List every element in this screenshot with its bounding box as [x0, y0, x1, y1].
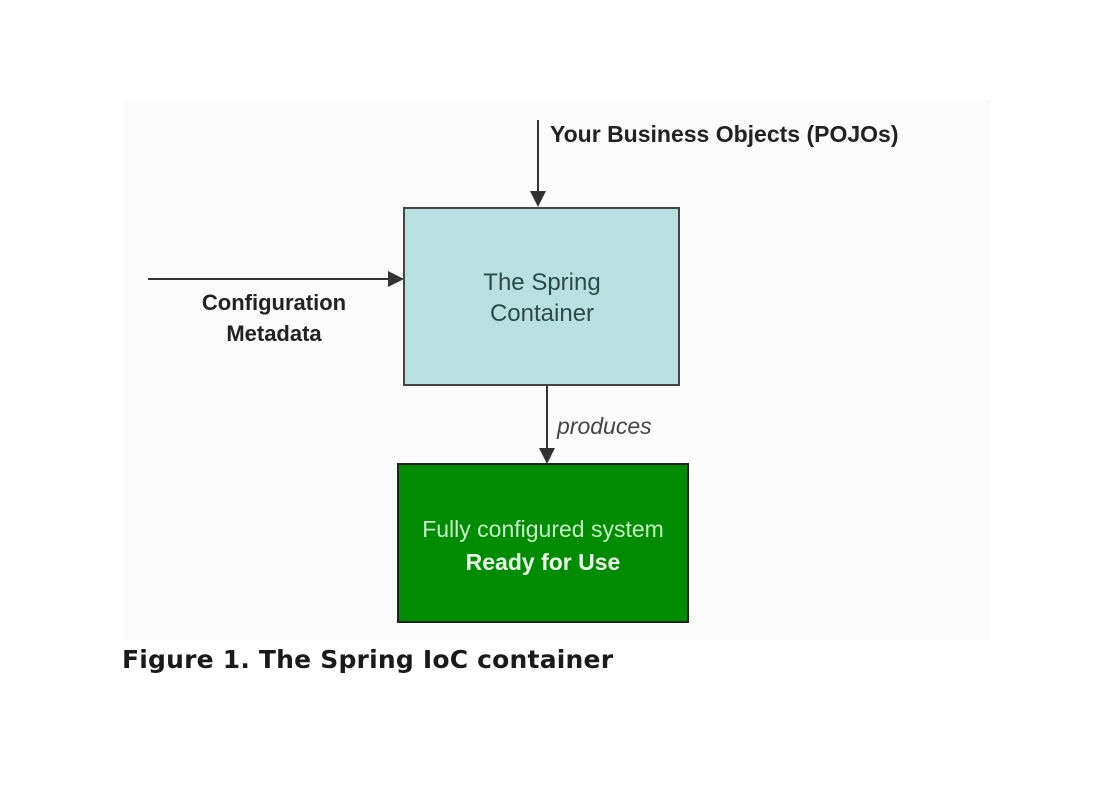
- container-label-2: Container: [490, 300, 594, 327]
- config-label-1: Configuration: [202, 290, 346, 315]
- configured-system-box: [397, 463, 689, 623]
- result-label-2: Ready for Use: [466, 549, 621, 575]
- result-label-1: Fully configured system: [422, 516, 664, 542]
- spring-container-box: [403, 207, 680, 386]
- config-label-2: Metadata: [226, 321, 322, 346]
- figure-caption: Figure 1. The Spring IoC container: [122, 645, 614, 674]
- pojos-label: Your Business Objects (POJOs): [550, 121, 899, 147]
- produces-label: produces: [556, 413, 652, 439]
- container-label-1: The Spring: [483, 269, 600, 296]
